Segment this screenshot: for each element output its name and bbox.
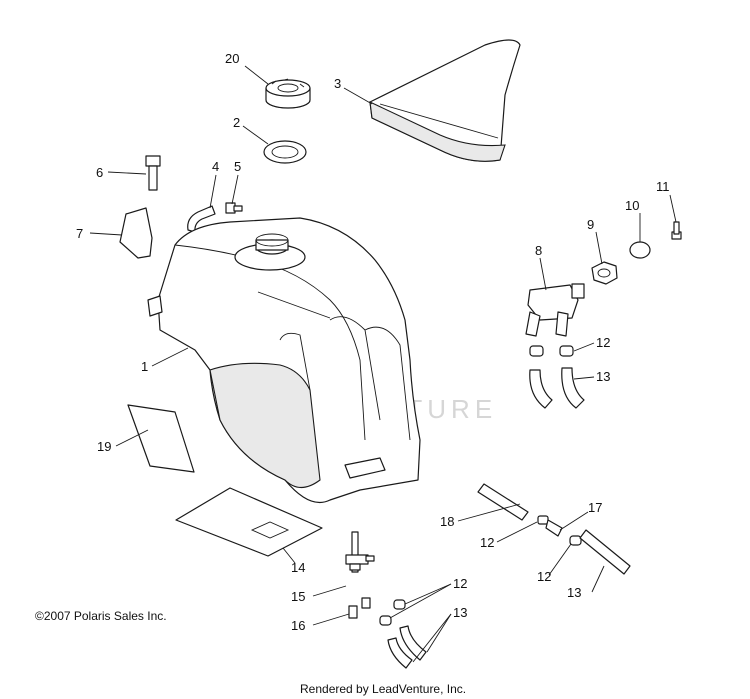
fuel-cap-part xyxy=(265,78,311,109)
callout-15: 15 xyxy=(291,589,305,604)
callout-5: 5 xyxy=(234,159,241,174)
callout-16: 16 xyxy=(291,618,305,633)
connector-part xyxy=(537,515,563,537)
tube-part xyxy=(477,483,529,521)
screw-part xyxy=(671,221,682,240)
callout-13: 13 xyxy=(596,369,610,384)
callout-14: 14 xyxy=(291,560,305,575)
callout-20: 20 xyxy=(225,51,239,66)
nut-part xyxy=(591,261,618,285)
clamp-part xyxy=(529,345,574,357)
fuel-valve-part xyxy=(345,531,375,573)
callout-3: 3 xyxy=(334,76,341,91)
clamp-part xyxy=(569,535,582,546)
leader-lines xyxy=(89,65,677,663)
callout-13: 13 xyxy=(453,605,467,620)
bolt-part xyxy=(145,155,161,191)
callout-7: 7 xyxy=(76,226,83,241)
callout-4: 4 xyxy=(212,159,219,174)
callout-8: 8 xyxy=(535,243,542,258)
knob-disc-part xyxy=(629,241,651,259)
gasket-part xyxy=(263,140,307,164)
hose-part xyxy=(529,367,585,409)
callout-12: 12 xyxy=(596,335,610,350)
mat-part xyxy=(175,487,323,557)
hose-part xyxy=(387,625,427,669)
callout-labels: 20 3 2 6 4 5 7 8 9 10 11 12 13 1 19 14 1… xyxy=(76,51,670,633)
callout-1: 1 xyxy=(141,359,148,374)
pad-part xyxy=(127,404,195,473)
vent-fitting-part xyxy=(225,202,243,214)
callout-9: 9 xyxy=(587,217,594,232)
callout-12: 12 xyxy=(453,576,467,591)
callout-12: 12 xyxy=(480,535,494,550)
callout-18: 18 xyxy=(440,514,454,529)
callout-17: 17 xyxy=(588,500,602,515)
rendered-by-text: Rendered by LeadVenture, Inc. xyxy=(300,682,466,696)
plug-part xyxy=(348,597,371,619)
callout-10: 10 xyxy=(625,198,639,213)
shutoff-valve-part xyxy=(525,283,585,337)
callout-19: 19 xyxy=(97,439,111,454)
clamp-part xyxy=(379,599,406,626)
callout-13: 13 xyxy=(567,585,581,600)
callout-2: 2 xyxy=(233,115,240,130)
bracket-part xyxy=(119,207,153,259)
copyright-text: ©2007 Polaris Sales Inc. xyxy=(35,609,167,623)
vent-hose-part xyxy=(187,205,216,233)
callout-6: 6 xyxy=(96,165,103,180)
hose-part xyxy=(579,529,631,575)
callout-11: 11 xyxy=(656,179,670,194)
fuel-tank-part xyxy=(147,217,421,504)
seat-pad-part xyxy=(369,39,521,162)
callout-12: 12 xyxy=(537,569,551,584)
